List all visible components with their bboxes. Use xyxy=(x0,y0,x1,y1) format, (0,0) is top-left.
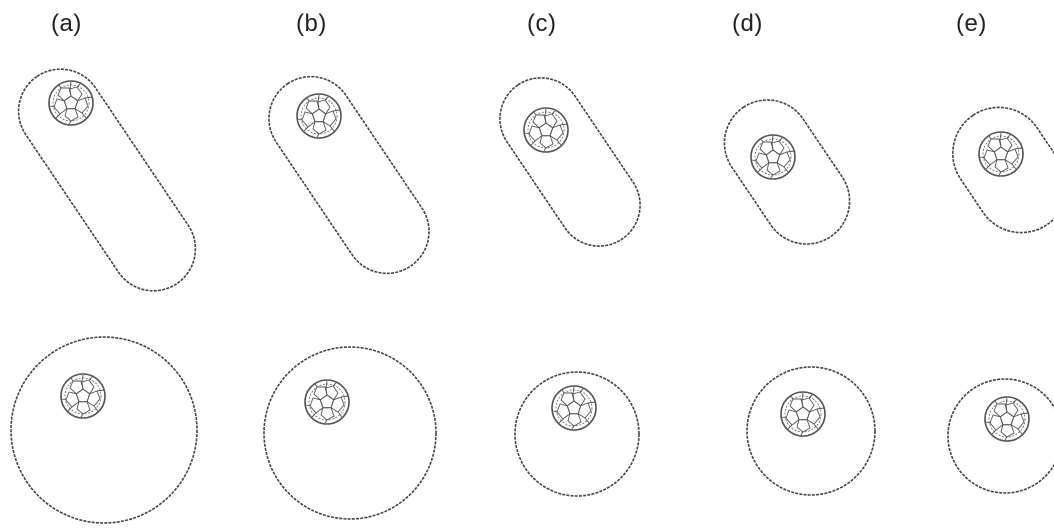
capsule-c xyxy=(484,62,656,262)
fullerene-icon xyxy=(61,374,105,418)
fullerene-icon xyxy=(781,392,825,436)
sphere-a xyxy=(11,337,197,523)
fullerene-icon xyxy=(751,135,795,179)
capsule-b xyxy=(253,60,446,289)
fullerene-icon xyxy=(305,380,349,424)
fullerene-icon xyxy=(49,81,93,125)
fullerene-icon xyxy=(979,132,1023,176)
capsule-e xyxy=(935,90,1054,251)
capsule-d xyxy=(708,83,867,260)
sphere-e xyxy=(948,379,1054,493)
fullerene-icon xyxy=(985,397,1029,441)
fullerene-icon xyxy=(552,386,596,430)
capsule-a xyxy=(2,53,211,307)
sphere-c xyxy=(515,372,639,496)
fullerene-icon xyxy=(297,94,341,138)
sphere-b xyxy=(264,347,436,519)
sphere-d xyxy=(747,367,875,495)
fullerene-icon xyxy=(524,108,568,152)
